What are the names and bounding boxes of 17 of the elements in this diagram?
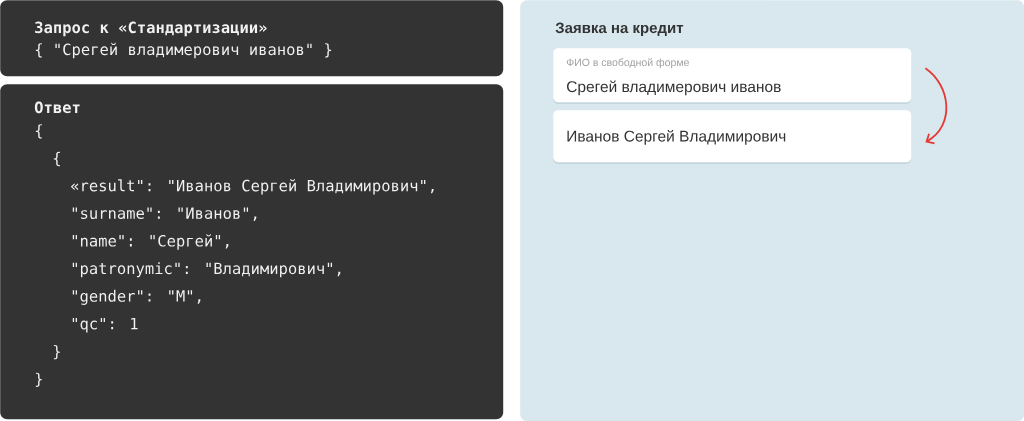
code-line: "name": "Сергей", (72, 234, 229, 250)
panel-heading: Запрос к «Стандартизации» (35, 21, 267, 37)
code-line: } (35, 372, 42, 387)
form-title: Заявка на кредит (555, 22, 684, 37)
result-field: Иванов Сергей Владимирович (553, 110, 912, 164)
code-line: } (53, 345, 60, 360)
input-field: ФИО в свободной форме Срегей владимерович иванов (553, 48, 912, 104)
code-line: "gender": "M", (72, 289, 201, 305)
code-line: { (35, 124, 42, 139)
code-line: "patronymic": "Владимирович", (72, 262, 341, 278)
code-line: «result": "Иванов Сергей Владимирович", (71, 179, 434, 195)
panel-heading: Ответ (34, 101, 80, 114)
code-line: { "Срегей владимерович иванов" } (35, 42, 332, 59)
code-line: "surname": "Иванов", (72, 207, 257, 221)
curved-arrow (924, 67, 948, 145)
code-line: { (53, 151, 60, 167)
code-line: "qc": 1 (72, 317, 138, 333)
